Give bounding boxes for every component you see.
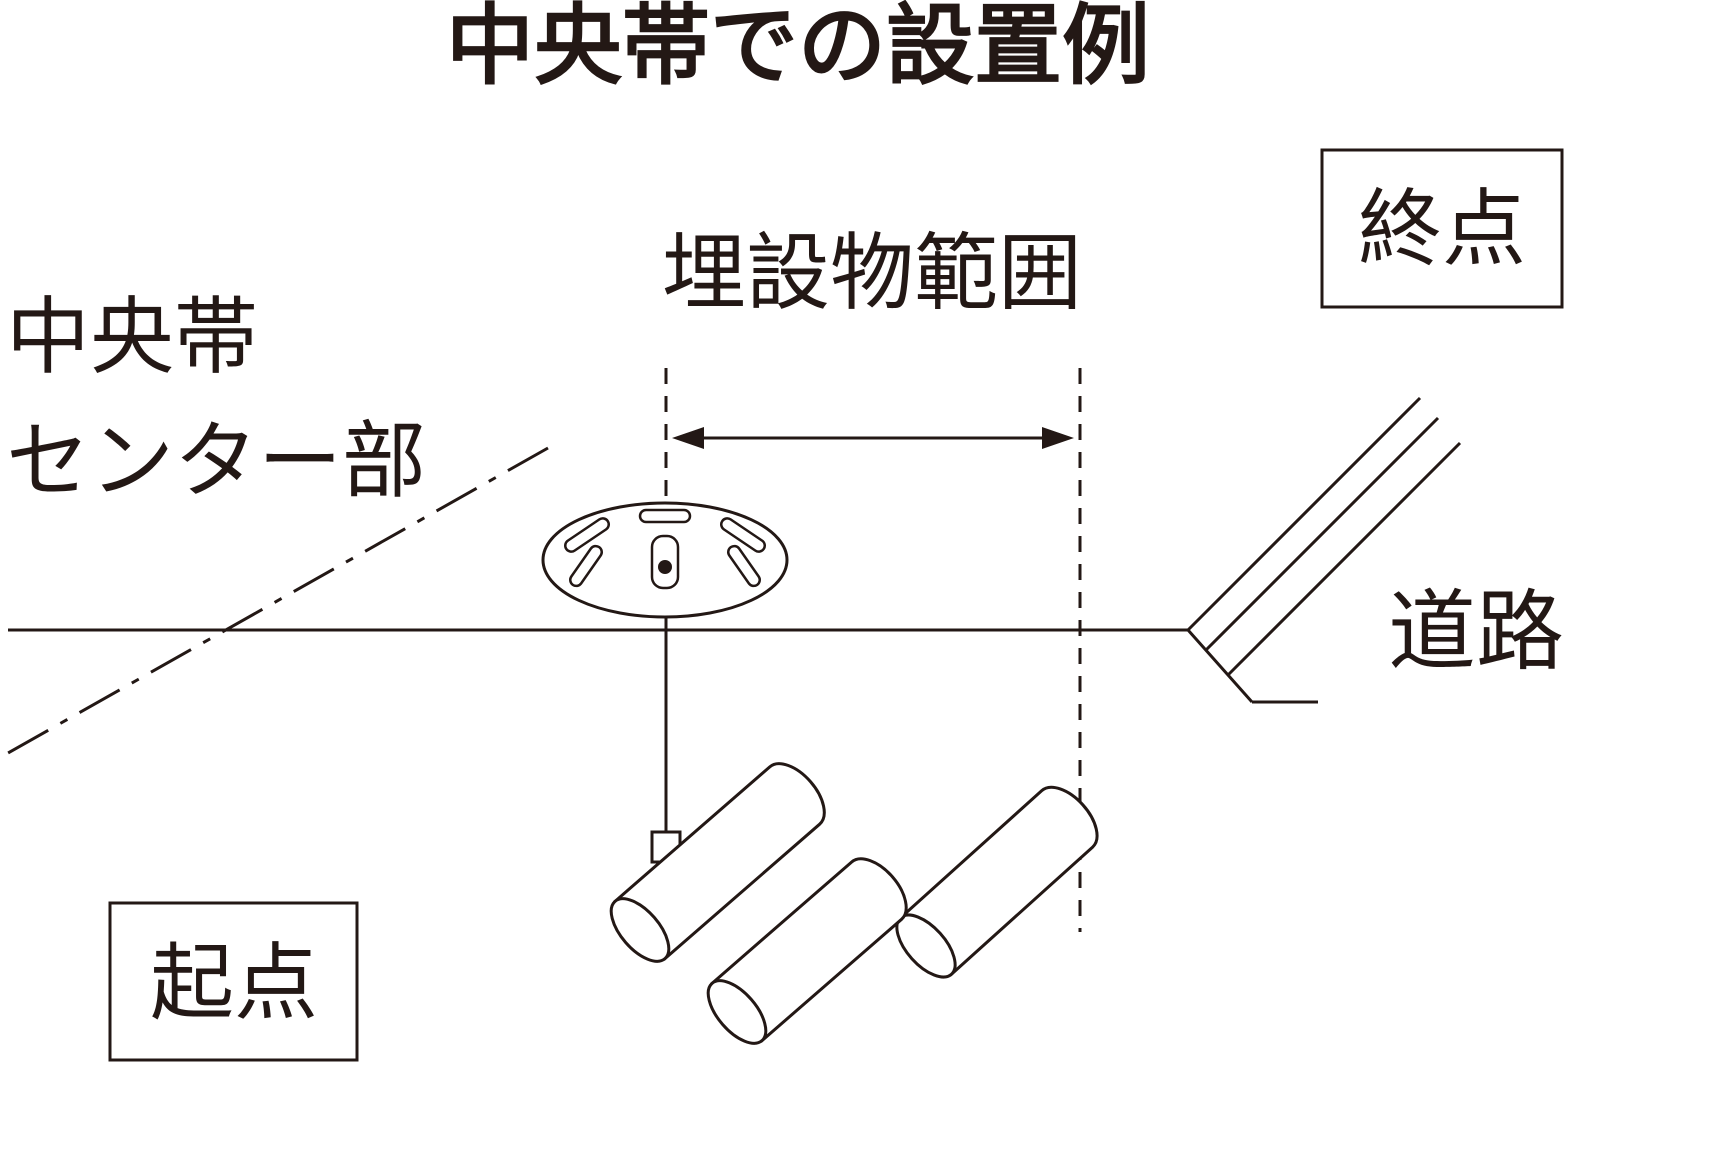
pipe-end-ellipse [706, 979, 768, 1045]
pipe-body [612, 762, 826, 961]
median-center-dashdot-line [0, 446, 549, 760]
end-point-box [1320, 148, 1564, 309]
road-edge-connector [1186, 629, 1254, 703]
marker-slot-upper-right [719, 517, 767, 553]
road-edge-diagonal-2 [1204, 416, 1440, 652]
median-strip-label-line1: 中央帯 [6, 288, 258, 386]
median-strip-label-line2: センター部 [6, 412, 426, 510]
pipe-body [709, 857, 908, 1043]
buried-pipe-left [609, 762, 826, 963]
page-title: 中央帯での設置例 [446, 0, 1150, 97]
pipe-end-ellipse [609, 897, 671, 963]
marker-slot-right [726, 544, 762, 588]
buried-pipe-middle [706, 857, 908, 1045]
marker-slot-left [568, 544, 604, 588]
arrowhead-right-icon [1042, 427, 1074, 449]
road-edge [1186, 396, 1462, 704]
start-point-box [108, 901, 359, 1062]
road-label: 道路 [1388, 580, 1564, 683]
start-point-label: 起点 [150, 934, 318, 1032]
marker-slot-top [638, 508, 692, 524]
marker-slot-upper-left [563, 517, 611, 553]
range-arrow [672, 427, 1074, 449]
road-edge-diagonal-3 [1226, 441, 1462, 677]
pipe-body [898, 785, 1099, 977]
survey-marker [541, 501, 789, 619]
buried-range-label: 埋設物範囲 [662, 224, 1082, 322]
buried-pipe-right [895, 785, 1099, 979]
marker-center-dot [658, 560, 672, 574]
arrowhead-left-icon [672, 427, 704, 449]
road-edge-diagonal-1 [1186, 396, 1422, 632]
end-point-label: 終点 [1358, 180, 1526, 278]
